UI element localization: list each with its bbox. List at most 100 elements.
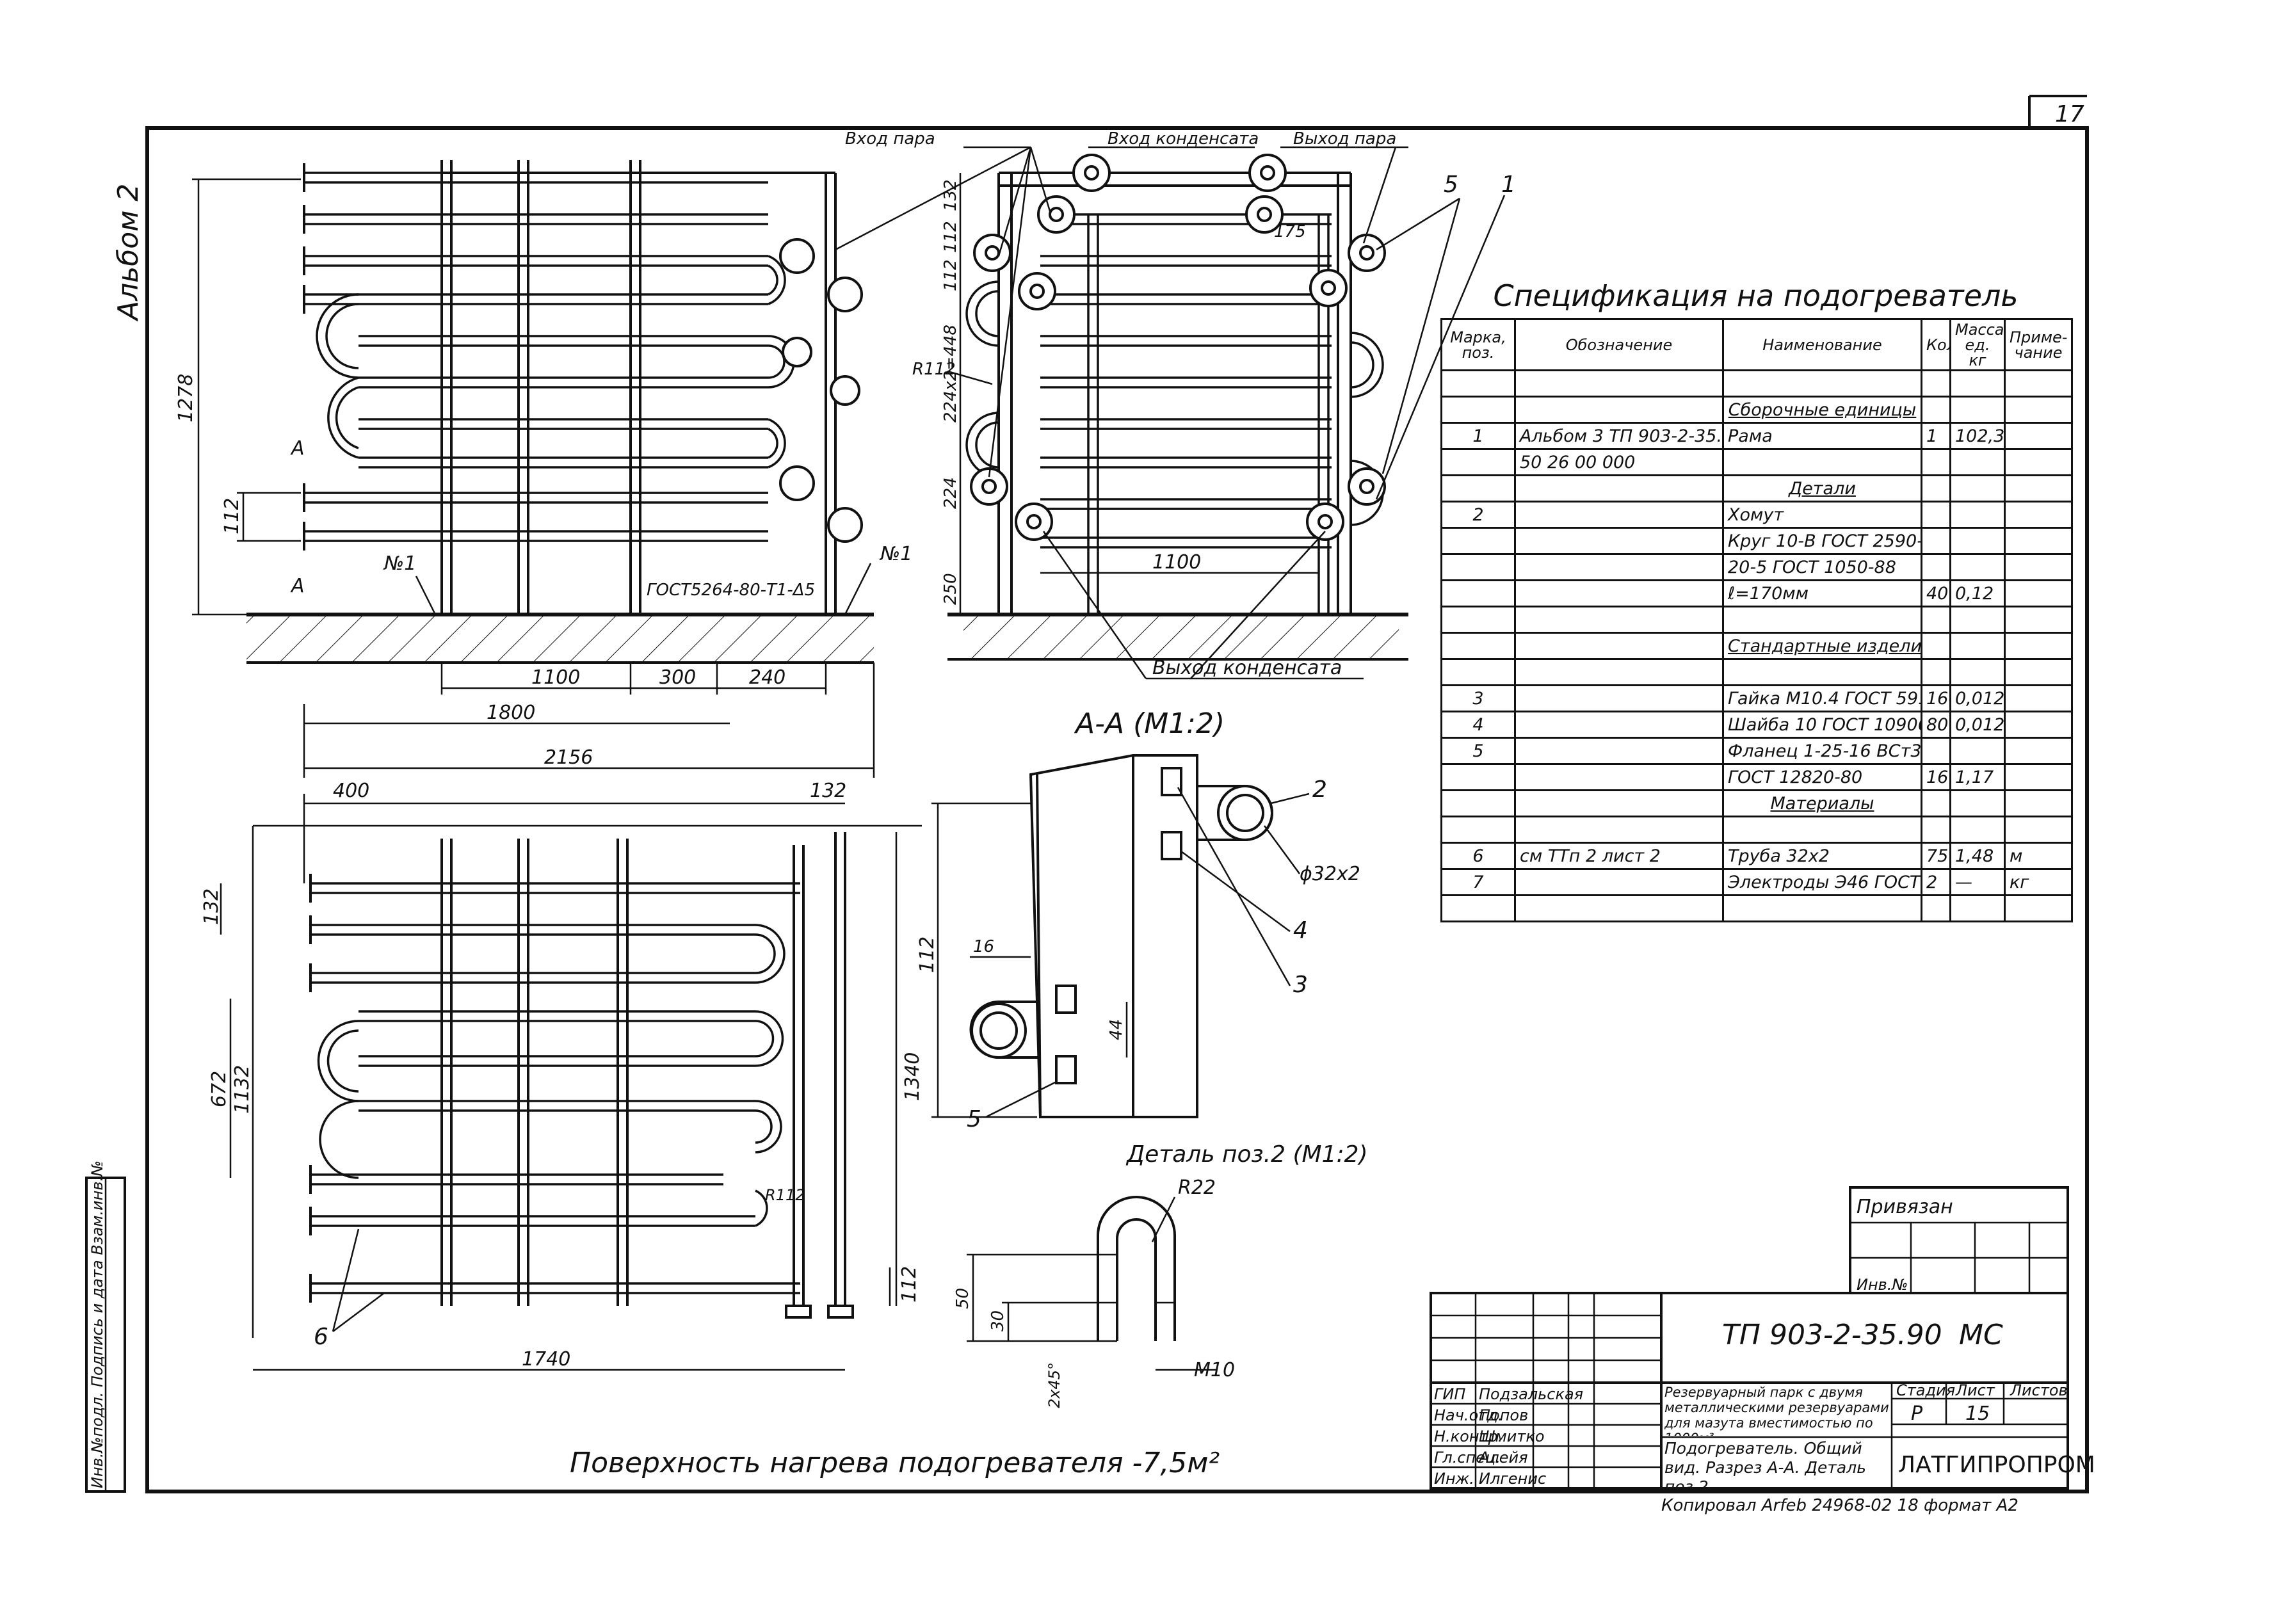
- clamp-dim-112: 112: [916, 937, 939, 973]
- spec-row: [1440, 894, 2073, 922]
- spec-table: Марка, поз. Обозначение Наименование Кол…: [1440, 318, 2073, 922]
- drawing-frame: 17 Альбом 2 Инв.№подл. Подпись и дата Вз…: [85, 95, 2089, 1493]
- spec-cell: 1: [1440, 422, 1516, 450]
- dim-1800: 1800: [487, 702, 535, 724]
- name-0: Подзальская: [1479, 1385, 1583, 1403]
- clamp-dim-16: 16: [973, 937, 994, 956]
- vdim-112b: 112: [941, 259, 960, 291]
- spec-cell: [1921, 501, 1951, 529]
- vdim-112a: 112: [941, 221, 960, 253]
- spec-row: [1440, 606, 2073, 634]
- vdim-448: 224x2=448: [941, 325, 960, 422]
- spec-cell: Шайба 10 ГОСТ 10906-78: [1722, 711, 1922, 739]
- spec-cell: [2004, 632, 2073, 660]
- pos1-label: №1: [383, 552, 416, 575]
- spec-cell: [1514, 789, 1724, 817]
- bv-dim-400: 400: [333, 780, 369, 802]
- title-stage-header: Стадия: [1896, 1381, 1955, 1399]
- spec-cell: [1921, 606, 1951, 634]
- spec-cell: [1921, 632, 1951, 660]
- detail-m10: М10: [1194, 1359, 1235, 1381]
- spec-cell: 4: [1440, 711, 1516, 739]
- spec-col-designation: Обозначение: [1514, 318, 1724, 371]
- spec-cell: [1514, 369, 1724, 398]
- spec-cell: Электроды Э46 ГОСТ 9467-75: [1722, 868, 1922, 896]
- spec-col-qty: Кол.: [1921, 318, 1951, 371]
- title-mark: МС: [1959, 1319, 2003, 1351]
- heating-surface-caption: Поверхность нагрева подогревателя -7,5м²: [570, 1447, 1220, 1479]
- spec-cell: [1440, 579, 1516, 607]
- section-mark-a-bottom: A: [290, 575, 305, 597]
- spec-cell: [1722, 606, 1922, 634]
- spec-cell: [2004, 527, 2073, 555]
- title-block: ТП 903-2-35.90 МС Резервуарный парк с дв…: [1430, 1292, 2095, 1515]
- dim-2156: 2156: [544, 746, 593, 769]
- spec-cell: [1949, 894, 2006, 922]
- spec-cell: [1722, 816, 1922, 844]
- bv-dim-132b: 132: [200, 888, 223, 925]
- spec-cell: [1440, 816, 1516, 844]
- bv-r112: R112: [765, 1186, 805, 1204]
- spec-row: Круг 10-В ГОСТ 2590-88: [1440, 527, 2073, 555]
- spec-cell: Круг 10-В ГОСТ 2590-88: [1722, 527, 1922, 555]
- section-pos5: 5: [1444, 172, 1458, 198]
- spec-cell: 6: [1440, 842, 1516, 870]
- spec-cell: [1440, 474, 1516, 502]
- spec-cell: [1722, 369, 1922, 398]
- detail-pos2-title: Деталь поз.2 (М1:2): [1125, 1141, 1368, 1168]
- spec-cell: Хомут: [1722, 501, 1922, 529]
- spec-cell: [1921, 894, 1951, 922]
- role-0: ГИП: [1434, 1385, 1465, 1403]
- section-floor-hatch: [963, 615, 1399, 659]
- title-sheet: 15: [1965, 1403, 1990, 1425]
- floor-hatch: [246, 615, 874, 663]
- spec-cell: [1921, 527, 1951, 555]
- bv-dim-112: 112: [898, 1266, 921, 1303]
- role-1: Нач.отд.: [1434, 1406, 1503, 1424]
- spec-cell: [1949, 658, 2006, 686]
- role-3: Гл.спец.: [1434, 1449, 1501, 1467]
- spec-cell: [1921, 396, 1951, 424]
- clamp-pos2: 2: [1312, 776, 1327, 803]
- section-dim-175: 175: [1274, 222, 1306, 241]
- spec-cell: [1949, 396, 2006, 424]
- dim-112: 112: [221, 498, 243, 535]
- spec-cell: 80: [1921, 711, 1951, 739]
- title-project: Резервуарный парк с двумя металлическими…: [1664, 1385, 1889, 1436]
- privyazan-label: Привязан: [1857, 1196, 1953, 1218]
- spec-cell: [2004, 579, 2073, 607]
- spec-cell: [2004, 474, 2073, 502]
- bv-dim-1340: 1340: [901, 1052, 924, 1101]
- spec-cell: [1921, 737, 1951, 765]
- callout-steam-outlet: Выход пара: [1293, 129, 1396, 149]
- spec-cell: [1949, 606, 2006, 634]
- spec-cell: [1921, 553, 1951, 581]
- bv-dim-132: 132: [810, 780, 846, 802]
- section-a-a: Вход пара Вход конденсата Выход пара Вых…: [835, 129, 1516, 740]
- spec-cell: [1440, 789, 1516, 817]
- clamp-pos3: 3: [1293, 972, 1308, 998]
- pos1b-label: №1: [879, 543, 912, 565]
- spec-cell: [1949, 789, 2006, 817]
- spec-cell: 3: [1440, 684, 1516, 712]
- spec-row: [1440, 816, 2073, 844]
- spec-cell: ℓ=170мм: [1722, 579, 1922, 607]
- spec-cell: м: [2004, 842, 2073, 870]
- album-label: Альбом 2: [112, 184, 145, 322]
- title-code: ТП 903-2-35.90: [1722, 1319, 1942, 1351]
- spec-cell: [2004, 894, 2073, 922]
- spec-cell: [1949, 553, 2006, 581]
- spec-cell: [1921, 789, 1951, 817]
- spec-cell: [1514, 894, 1724, 922]
- clamp-pos4: 4: [1293, 917, 1308, 944]
- title-stage: Р: [1911, 1403, 1923, 1425]
- detail-r22: R22: [1178, 1177, 1216, 1199]
- spec-cell: кг: [2004, 868, 2073, 896]
- spec-row: 20-5 ГОСТ 1050-88: [1440, 553, 2073, 581]
- spec-cell: [2004, 396, 2073, 424]
- spec-header-row: Марка, поз. Обозначение Наименование Кол…: [1440, 318, 2073, 371]
- spec-cell: [1440, 396, 1516, 424]
- privyazan-inv: Инв.№: [1857, 1276, 1908, 1294]
- spec-cell: [1514, 763, 1724, 791]
